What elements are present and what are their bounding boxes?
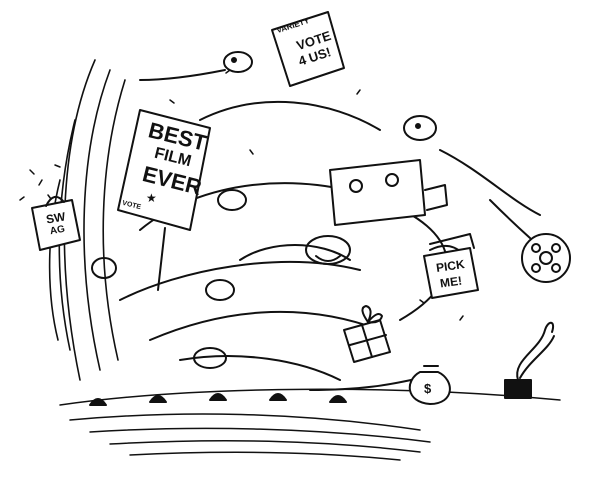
film-reel (489, 199, 571, 283)
award-statuette (504, 321, 555, 399)
stage-floor (59, 388, 561, 461)
reaching-arms (139, 69, 541, 391)
film-camera (329, 159, 448, 226)
gift-box (343, 305, 391, 363)
pick-me-sign (423, 233, 479, 299)
character-faces (91, 51, 437, 369)
best-film-ever-star: ★ (146, 191, 157, 205)
money-bag (408, 365, 451, 405)
pick-me-line1: PICK (435, 257, 466, 275)
pick-me-line2: ME! (439, 273, 463, 291)
best-film-ever-sign (117, 109, 211, 291)
money-symbol: $ (424, 381, 432, 396)
footlights (89, 393, 347, 406)
variety-newspaper-sign (271, 11, 345, 87)
swag-bag (31, 195, 81, 251)
